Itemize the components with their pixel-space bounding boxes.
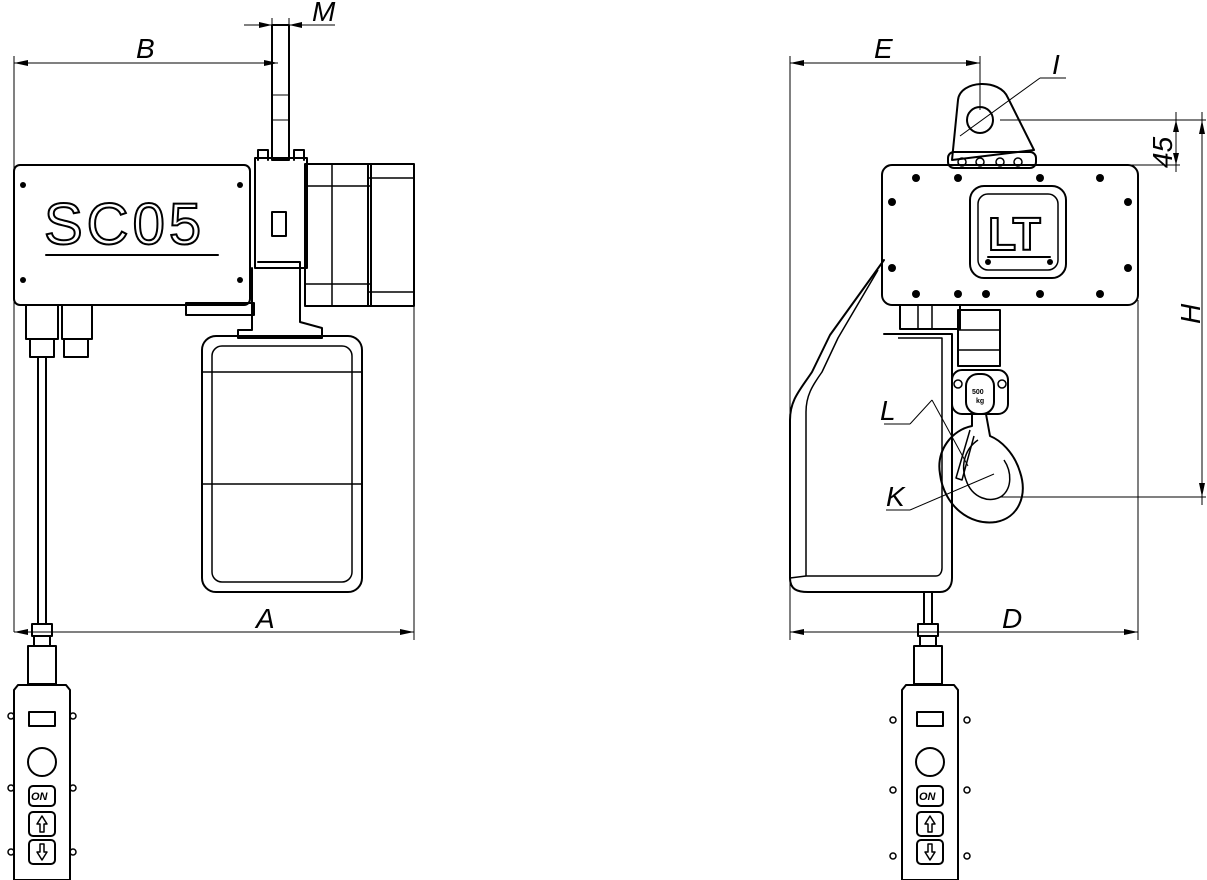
dimension-e: E bbox=[789, 33, 981, 640]
front-view: B M SC05 bbox=[7, 0, 415, 880]
dimension-d: D bbox=[790, 300, 1139, 640]
pendant-right: ON bbox=[889, 623, 971, 880]
dimension-45-label: 45 bbox=[1147, 136, 1178, 168]
dimension-i: I bbox=[959, 49, 1066, 137]
side-view: E I 45 H bbox=[789, 33, 1206, 880]
dimension-e-label: E bbox=[874, 33, 893, 64]
dimension-h-label: H bbox=[1175, 303, 1206, 324]
pendant-on-label: ON bbox=[31, 791, 49, 803]
dimension-m-label: M bbox=[312, 0, 336, 27]
hook-tag-unit: kg bbox=[976, 398, 984, 405]
pendant-on-label-side: ON bbox=[919, 791, 937, 803]
dimension-45: 45 bbox=[1000, 112, 1180, 172]
dimension-k-label: K bbox=[886, 481, 906, 512]
dimension-l: L bbox=[880, 395, 969, 467]
dimension-i-label: I bbox=[1052, 49, 1060, 80]
hook-tag-value: 500 bbox=[972, 389, 984, 396]
dimension-a: A bbox=[14, 164, 415, 640]
dimension-k: K bbox=[886, 473, 995, 512]
pendant-left: ON bbox=[7, 623, 77, 880]
dimension-b-label: B bbox=[136, 33, 155, 64]
model-label: SC05 bbox=[44, 192, 205, 257]
logo-text: LT bbox=[988, 208, 1041, 260]
dimension-d-label: D bbox=[1002, 603, 1022, 634]
dimension-b: B bbox=[13, 33, 278, 632]
dimension-h: H bbox=[1000, 112, 1206, 505]
dimension-l-label: L bbox=[880, 395, 896, 426]
dimension-a-label: A bbox=[254, 603, 275, 634]
